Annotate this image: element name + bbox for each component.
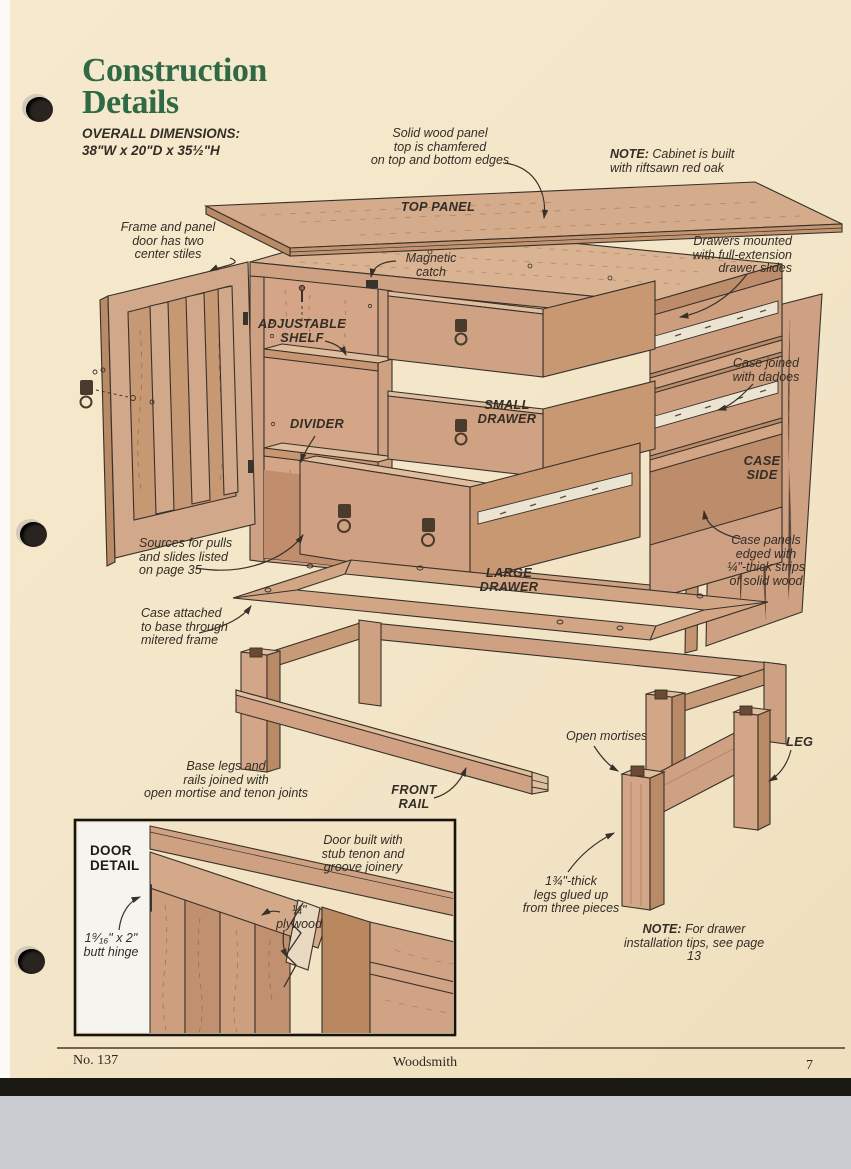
inset-callout-door-joinery: Door built with stub tenon and groove jo… — [321, 833, 405, 874]
top-panel-drawing — [203, 181, 843, 257]
callout-top-panel-chamfer: Solid wood panel top is chamfered on top… — [370, 126, 510, 167]
footer-rule — [57, 1047, 845, 1049]
punch-hole-top — [26, 97, 53, 122]
part-label-front-rail: FRONT RAIL — [391, 782, 437, 811]
callout-drawer-slides: Drawers mounted with full-extension draw… — [692, 234, 792, 275]
overall-dimensions-value: 38"W x 20"D x 35½"H — [82, 143, 220, 158]
page-title: Construction Details — [82, 52, 267, 122]
page-edge-shadow — [0, 1078, 851, 1096]
part-label-large-drawer: LARGE DRAWER — [479, 565, 539, 594]
callout-leg-lamination: 1¾"-thick legs glued up from three piece… — [522, 874, 620, 915]
callout-magnetic-catch: Magnetic catch — [405, 251, 457, 279]
part-label-divider: DIVIDER — [289, 416, 345, 431]
callout-base-joinery: Base legs and rails joined with open mor… — [144, 759, 308, 800]
callout-arrows — [195, 162, 792, 873]
footer-issue-number: No. 137 — [73, 1053, 119, 1068]
footer-page-number: 7 — [806, 1058, 813, 1073]
note-drawer-tips-prefix: NOTE: — [642, 922, 682, 936]
callout-door-stiles: Frame and panel door has two center stil… — [120, 220, 216, 261]
callout-pull-sources: Sources for pulls and slides listed on p… — [139, 536, 233, 577]
note-drawer-tips: NOTE: For drawer installation tips, see … — [616, 922, 773, 964]
note-materials-prefix: NOTE: — [610, 147, 649, 161]
part-label-top-panel: TOP PANEL — [400, 199, 476, 214]
callout-open-mortises: Open mortises — [566, 729, 648, 743]
part-label-case-side: CASE SIDE — [743, 453, 781, 482]
part-label-small-drawer: SMALL DRAWER — [477, 397, 537, 426]
punch-hole-bottom — [18, 949, 45, 974]
inset-title-door-detail: DOOR DETAIL — [90, 843, 140, 873]
note-drawer-tips-text: For drawer installation tips, see page 1… — [623, 922, 765, 963]
callout-case-dadoes: Case joined with dadoes — [732, 356, 800, 384]
note-materials-text: Cabinet is built with riftsawn red oak — [610, 147, 735, 175]
inset-callout-plywood: ¼" plywood — [276, 903, 322, 931]
footer-magazine-name: Woodsmith — [392, 1055, 458, 1070]
punch-hole-middle — [20, 522, 47, 547]
callout-case-edging: Case panels edged with ¼"-thick strips o… — [726, 533, 806, 588]
part-label-leg: LEG — [786, 734, 814, 749]
inset-callout-butt-hinge: 1⁹⁄₁₆" x 2" butt hinge — [83, 931, 139, 959]
callout-case-base-attach: Case attached to base through mitered fr… — [141, 606, 228, 647]
part-label-adjustable-shelf: ADJUSTABLE SHELF — [257, 316, 347, 345]
mitered-frame-drawing — [232, 559, 769, 641]
leg-assembly-drawing — [619, 705, 773, 911]
note-materials: NOTE: Cabinet is built with riftsawn red… — [610, 147, 760, 175]
large-drawer-drawing — [299, 442, 641, 582]
door-drawing — [79, 261, 256, 567]
overall-dimensions-label: OVERALL DIMENSIONS: — [82, 126, 241, 141]
door-detail-inset-drawing — [73, 818, 457, 1037]
front-rail-drawing — [235, 689, 549, 795]
small-drawers-drawing — [387, 280, 656, 478]
